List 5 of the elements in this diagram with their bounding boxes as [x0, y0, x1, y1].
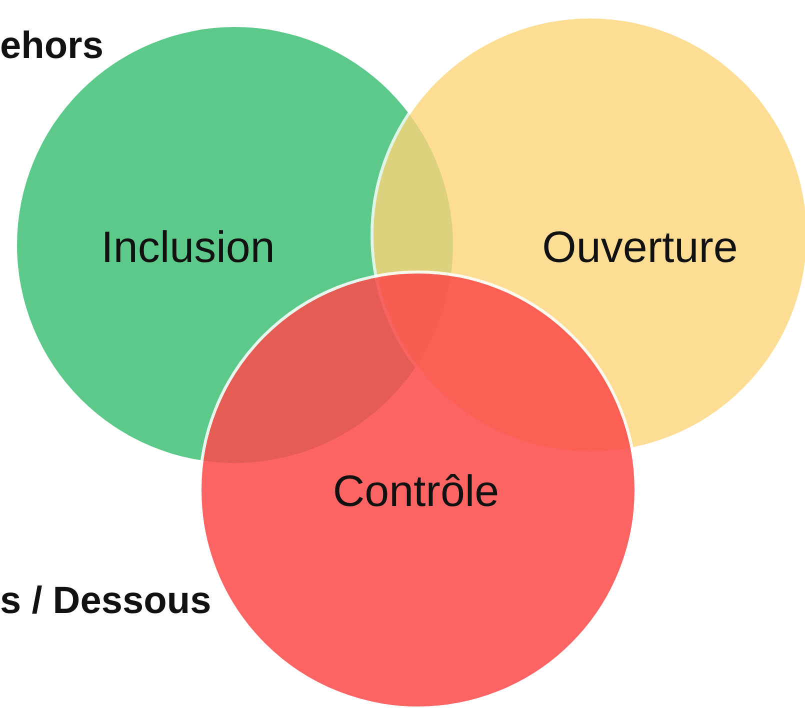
axis-label: s / Dessous — [0, 580, 212, 623]
circle-label: Contrôle — [332, 467, 500, 517]
axis-label: ehors — [0, 25, 104, 68]
circle-label: Ouverture — [542, 223, 738, 273]
circle-label: Inclusion — [101, 223, 275, 273]
